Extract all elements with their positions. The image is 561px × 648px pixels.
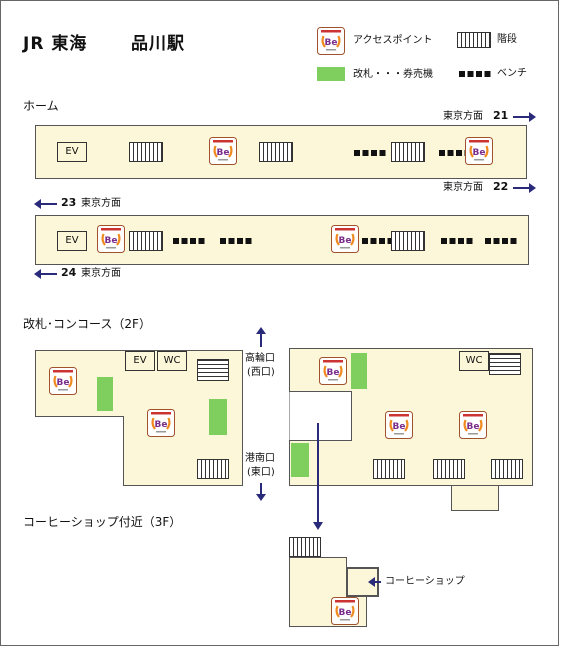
concourse-east-wc: WC [459,351,489,371]
track21-direction: 東京方面 [443,111,483,122]
operator-title: JR 東海 [23,34,88,54]
gate [291,443,309,477]
stairs-icon [491,459,523,479]
coffee-shop-arrow-icon [368,577,381,587]
bench-icon [362,238,394,244]
west-exit-arrow-icon [260,333,262,347]
stairs-icon [433,459,465,479]
west-exit-arrowhead-icon [256,327,266,334]
track24-number: 24 [61,266,77,279]
legend-gate-label: 改札・・・券売機 [353,69,433,80]
track21-number: 21 [493,109,509,122]
east-exit-arrowhead-icon [256,494,266,501]
stairs-icon [197,459,229,479]
legend-bench-label: ベンチ [497,68,527,79]
access-point-icon [384,410,414,440]
concourse-west-area [35,350,243,486]
bench-icon [441,238,473,244]
west-exit-label: 高輪口 [245,353,275,364]
access-point-icon [48,366,78,396]
access-point-icon [464,136,494,166]
access-point-icon [330,596,360,626]
stairs-icon [489,353,521,375]
to-coffee-arrow-icon [317,423,319,523]
east-exit-arrow-icon [260,483,262,495]
legend-access-point-label: アクセスポイント [353,35,433,46]
access-point-icon [318,356,348,386]
station-title: 品川駅 [131,34,185,54]
gate [97,377,113,411]
stairs-icon [373,459,405,479]
track23-direction: 東京方面 [81,198,121,209]
stairs-icon [289,537,321,557]
legend-bench-icon [459,71,491,77]
bench-icon [485,238,517,244]
track23-number: 23 [61,196,77,209]
stairs-icon [129,142,163,162]
legend-stairs-label: 階段 [497,34,517,45]
access-point-icon [96,224,126,254]
west-exit-sublabel: (西口) [247,367,275,378]
legend-gate-icon [317,67,345,81]
section-platform: ホーム [23,99,59,113]
access-point-icon [146,408,176,438]
stairs-icon [197,359,229,381]
stairs-icon [129,231,163,251]
track24-arrow-icon [34,269,57,279]
legend-stairs-icon [457,32,491,48]
track22-direction: 東京方面 [443,182,483,193]
concourse-west-wc: WC [157,351,187,371]
track24-direction: 東京方面 [81,268,121,279]
section-concourse: 改札･コンコース（2F） [23,317,151,331]
gate [351,353,367,389]
stairs-icon [259,142,293,162]
platform-upper-ev: EV [57,142,87,162]
section-coffee: コーヒーショップ付近（3F） [23,515,182,529]
stairs-icon [391,231,425,251]
east-exit-sublabel: (東口) [247,467,275,478]
bench-icon [354,150,386,156]
access-point-icon [330,224,360,254]
platform-lower-ev: EV [57,231,87,251]
track21-arrow-icon [513,112,536,122]
track23-arrow-icon [34,199,57,209]
coffee-shop-label: コーヒーショップ [385,576,465,587]
bench-icon [220,238,252,244]
legend-access-point-icon [316,26,346,56]
access-point-icon [458,410,488,440]
bench-icon [173,238,205,244]
access-point-icon [208,136,238,166]
track22-number: 22 [493,180,509,193]
east-exit-label: 港南口 [245,453,275,464]
concourse-east-annex [451,485,499,511]
concourse-ev: EV [125,351,155,371]
gate [209,399,227,435]
bench-icon [439,150,471,156]
to-coffee-arrowhead-icon [313,522,323,530]
track22-arrow-icon [513,183,536,193]
stairs-icon [391,142,425,162]
